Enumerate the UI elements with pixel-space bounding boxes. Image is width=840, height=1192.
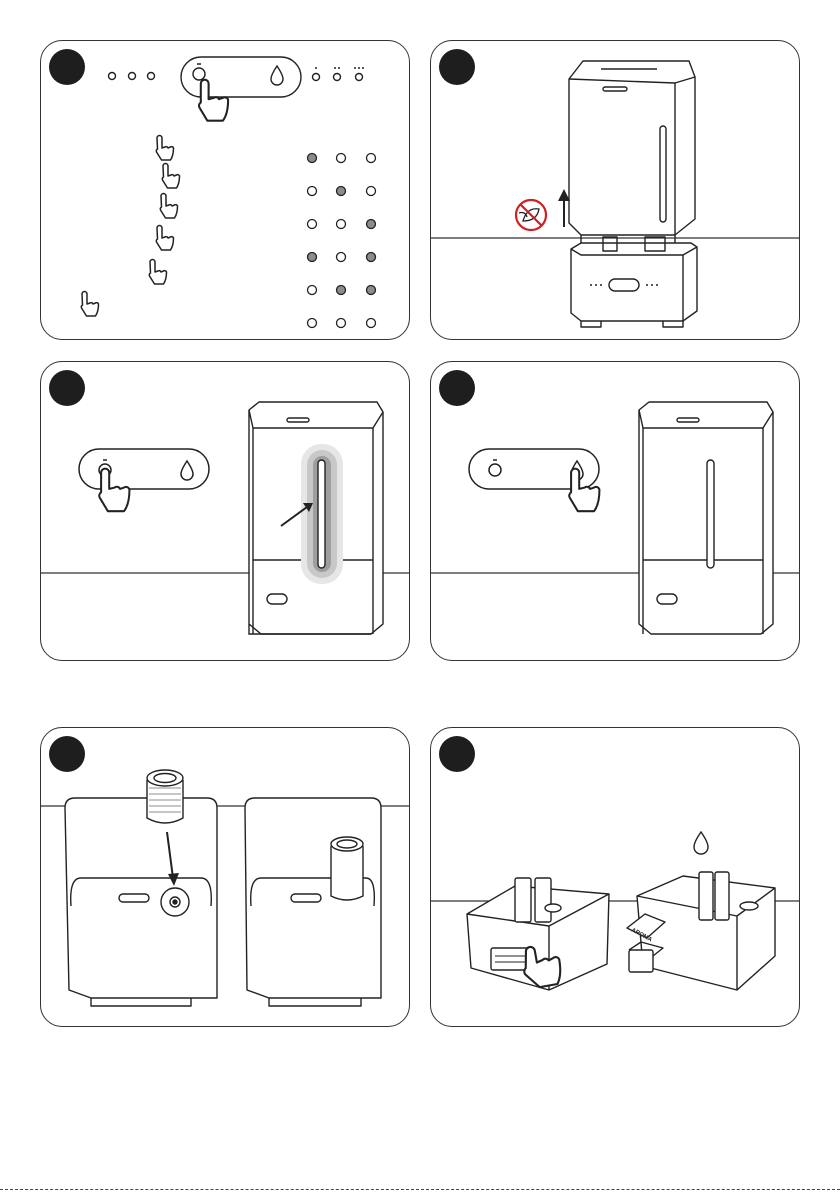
illustration [41,41,410,340]
illustration: AROMA [431,728,800,1027]
panel-5-filter-insert [40,727,410,1027]
level-indicator-highlight [301,444,343,584]
hand-pointer-icon [199,80,228,121]
hand-pointer-icon [81,292,98,317]
illustration [41,728,410,1027]
indicator-light-on [367,253,376,262]
hand-pointer-icon [156,226,173,251]
indicator-light-off [337,220,346,229]
indicator-light-on [308,154,317,163]
indicator-light-off [337,319,346,328]
indicator-light-off [308,319,317,328]
illustration [431,41,800,340]
hand-pointer-icon [160,194,177,219]
hand-pointer-icon [156,136,173,161]
water-drop-icon [694,832,708,854]
power-icon [489,464,501,476]
hand-pointer-icon [162,164,179,189]
illustration [431,362,800,661]
indicator-light-off [308,286,317,295]
no-leaf-icon [516,200,546,230]
panel-1-button-sequence [40,40,410,340]
power-icon [193,68,205,80]
panel-4-mist-press [430,361,800,661]
indicator-light-on [367,286,376,295]
indicator-light-on [367,220,376,229]
humidifier [639,402,773,634]
indicator-light-off [367,187,376,196]
illustration [41,362,410,661]
filter-cartridge [147,770,183,823]
water-drop-icon [271,66,283,85]
indicator-light-off [337,154,346,163]
indicator-light-off [367,154,376,163]
panel-2-lift-tank [430,40,800,340]
indicator-light-on [337,286,346,295]
bottom-cut-line [0,1189,840,1190]
panel-3-power-press [40,361,410,661]
indicator-light-off [308,187,317,196]
water-tank [569,61,695,235]
arrow-up-icon [558,189,570,227]
indicator-light-on [337,187,346,196]
indicator-light-on [308,253,317,262]
indicator-grid [308,154,376,328]
indicator-light-off [337,253,346,262]
panel-6-aroma-tray: AROMA [430,727,800,1027]
indicator-light-off [367,319,376,328]
indicator-light-off [308,220,317,229]
hand-pointer-icon [149,260,166,285]
